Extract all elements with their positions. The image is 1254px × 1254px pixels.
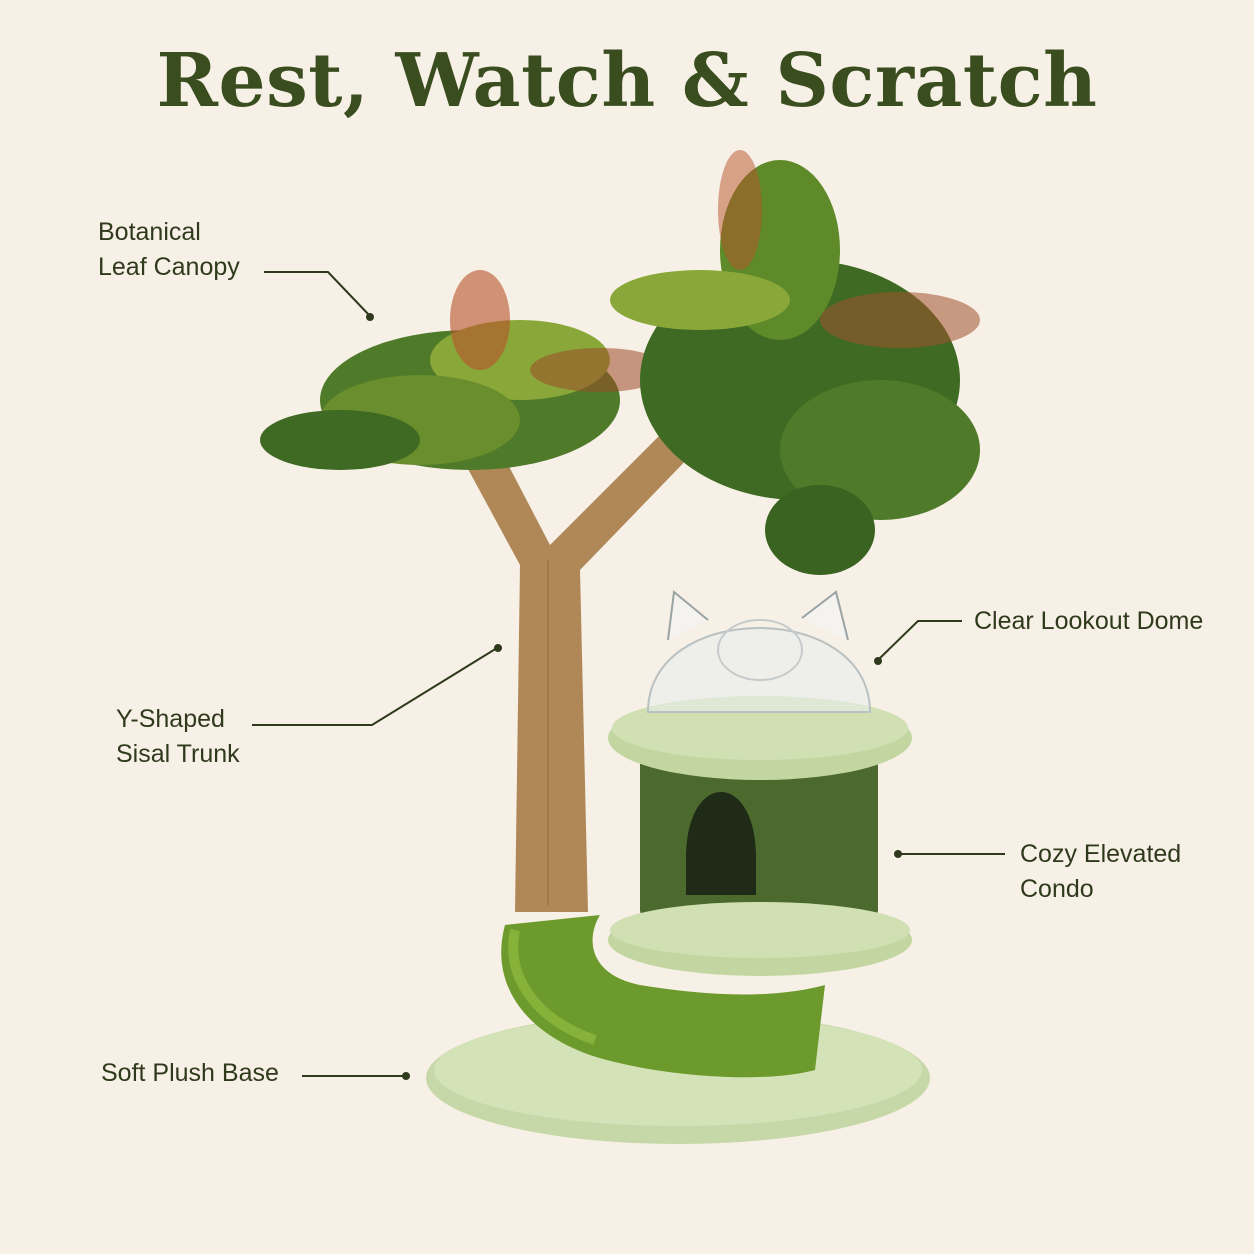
- callout-base: Soft Plush Base: [101, 1056, 279, 1091]
- callout-trunk: Y-Shaped Sisal Trunk: [116, 702, 240, 772]
- leaf-canopy-left: [260, 270, 670, 470]
- fluffy-trunk-wrap: [501, 915, 825, 1078]
- callout-base-line1: Soft Plush Base: [101, 1059, 279, 1087]
- leaf-canopy-right: [610, 150, 980, 575]
- sisal-trunk: [455, 400, 725, 912]
- condo: [608, 696, 912, 976]
- callout-canopy-line2: Leaf Canopy: [98, 253, 240, 281]
- leader-dome: [874, 620, 962, 665]
- callout-condo-line2: Condo: [1020, 875, 1094, 903]
- callout-trunk-line1: Y-Shaped: [116, 705, 225, 733]
- leader-base: [302, 1072, 410, 1080]
- callout-canopy: Botanical Leaf Canopy: [98, 215, 240, 285]
- leader-canopy: [264, 271, 374, 321]
- page-title: Rest, Watch & Scratch: [156, 38, 1098, 124]
- callout-canopy-line1: Botanical: [98, 218, 201, 246]
- lookout-dome: [646, 590, 872, 713]
- callout-trunk-line2: Sisal Trunk: [116, 740, 240, 768]
- callout-dome: Clear Lookout Dome: [974, 604, 1203, 639]
- leader-trunk: [252, 644, 502, 726]
- callout-dome-line1: Clear Lookout Dome: [974, 607, 1204, 635]
- callout-condo: Cozy Elevated Condo: [1020, 837, 1181, 907]
- callout-condo-line1: Cozy Elevated: [1020, 840, 1182, 868]
- leader-condo: [894, 850, 1005, 858]
